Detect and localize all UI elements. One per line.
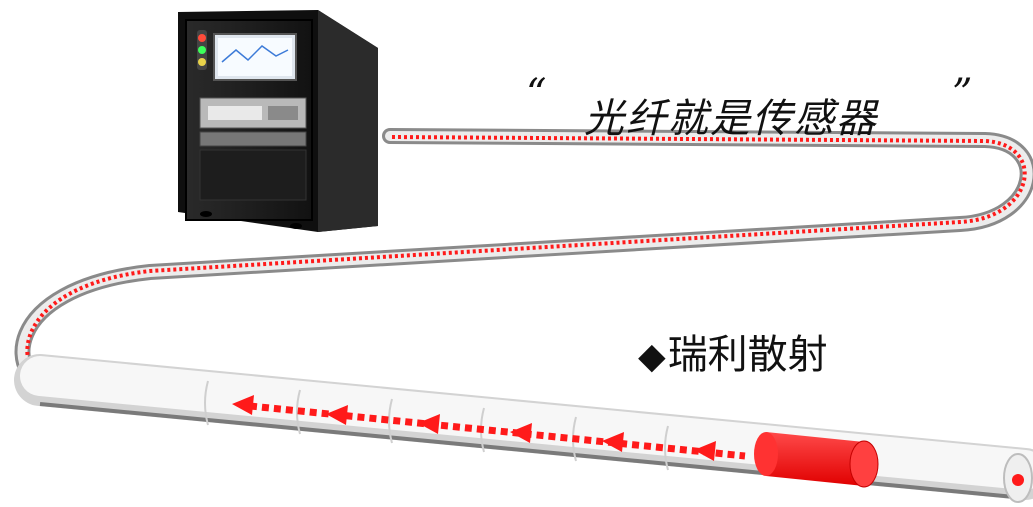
arrow-left-icon bbox=[602, 432, 624, 452]
arrow-left-icon bbox=[418, 414, 440, 434]
diamond-bullet-icon: ◆ bbox=[638, 336, 666, 377]
scatter-trace bbox=[25, 135, 1027, 410]
light-pulse bbox=[754, 432, 879, 488]
fiber-segment-closeup bbox=[14, 354, 1033, 503]
tagline-text: 光纤就是传感器 bbox=[584, 96, 878, 142]
equipment-cabinet-icon bbox=[178, 10, 378, 232]
arrow-left-icon bbox=[326, 405, 348, 425]
scatter-label-text: 瑞利散射 bbox=[667, 332, 828, 378]
arrow-left-icon bbox=[510, 423, 532, 443]
scatter-label: ◆瑞利散射 bbox=[638, 322, 828, 380]
arrow-left-icon bbox=[232, 395, 254, 415]
open-quote: “ bbox=[526, 71, 547, 117]
close-quote: ” bbox=[952, 71, 973, 117]
arrow-left-icon bbox=[694, 441, 716, 461]
